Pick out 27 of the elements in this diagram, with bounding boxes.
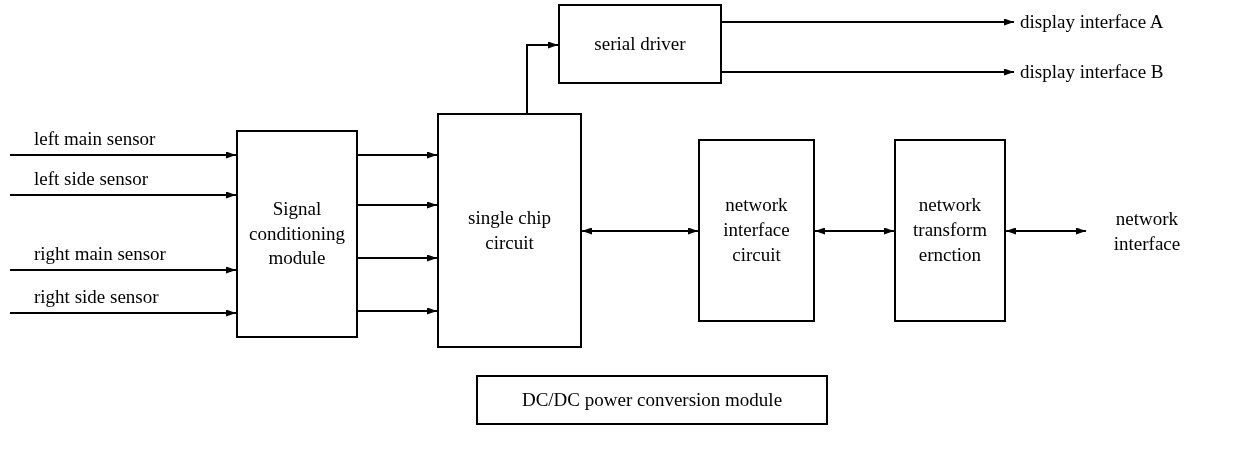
arrow xyxy=(814,227,895,235)
process-box: Signal conditioning module xyxy=(236,130,358,338)
arrow xyxy=(9,191,237,199)
arrow xyxy=(357,201,438,209)
arrow xyxy=(9,151,237,159)
process-box: single chip circuit xyxy=(437,113,582,348)
process-box: serial driver xyxy=(558,4,722,84)
arrow xyxy=(721,68,1015,76)
arrow xyxy=(357,151,438,159)
process-box: DC/DC power conversion module xyxy=(476,375,828,425)
arrow xyxy=(9,309,237,317)
arrow xyxy=(721,18,1015,26)
arrow xyxy=(581,227,699,235)
edge-label: right side sensor xyxy=(34,287,159,306)
node-label: display interface A xyxy=(1020,8,1200,36)
edge-label: right main sensor xyxy=(34,244,166,263)
edge-label: left side sensor xyxy=(34,169,148,188)
node-label: display interface B xyxy=(1020,58,1200,86)
arrow xyxy=(526,41,559,114)
arrow xyxy=(357,307,438,315)
process-box: network interface circuit xyxy=(698,139,815,322)
node-label: network interface xyxy=(1092,206,1202,258)
edge-label: left main sensor xyxy=(34,129,156,148)
process-box: network transform ernction xyxy=(894,139,1006,322)
arrow xyxy=(357,254,438,262)
arrow xyxy=(9,266,237,274)
arrow xyxy=(1005,227,1087,235)
